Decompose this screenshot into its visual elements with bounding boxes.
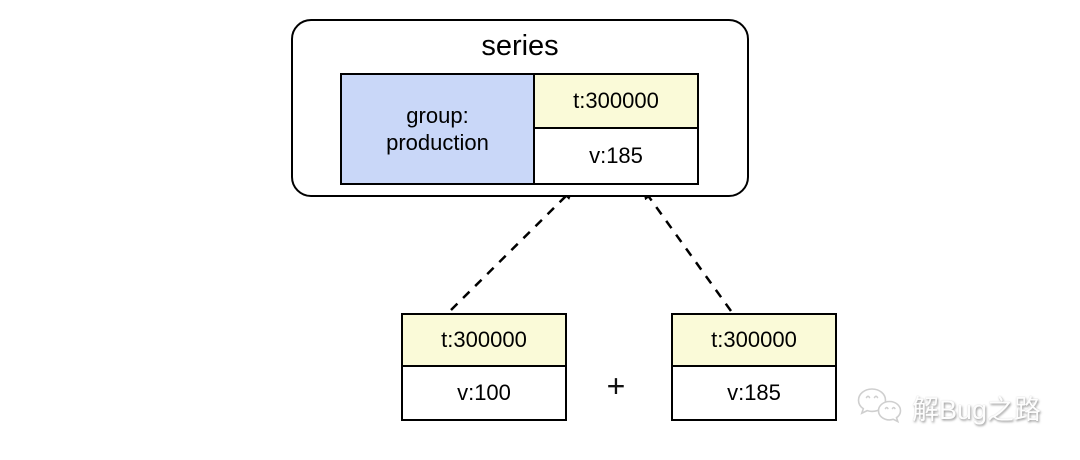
group-cell: group: production [342,75,535,183]
operand-left-time-cell: t:300000 [403,315,565,367]
arrow-right-operand-to-series [642,187,733,312]
operand-box-right: t:300000 v:185 [671,313,837,421]
watermark-text: 解Bug之路 [912,394,1042,425]
series-container: series group: production t:300000 v:185 [291,19,749,197]
series-record-table: group: production t:300000 v:185 [340,73,699,185]
series-time-cell: t:300000 [535,75,697,129]
operand-box-left: t:300000 v:100 [401,313,567,421]
plus-operator: + [606,368,626,404]
group-cell-label: group: [406,102,469,128]
wechat-icon [856,386,904,428]
operand-left-value-cell: v:100 [403,367,565,419]
operand-right-time-cell: t:300000 [673,315,835,367]
group-cell-value: production [386,130,489,155]
operand-right-value-cell: v:185 [673,367,835,419]
series-title: series [481,30,559,62]
series-value-cell: v:185 [535,129,697,183]
arrow-left-operand-to-series [450,187,575,311]
watermark: 解Bug之路 [856,386,1041,428]
